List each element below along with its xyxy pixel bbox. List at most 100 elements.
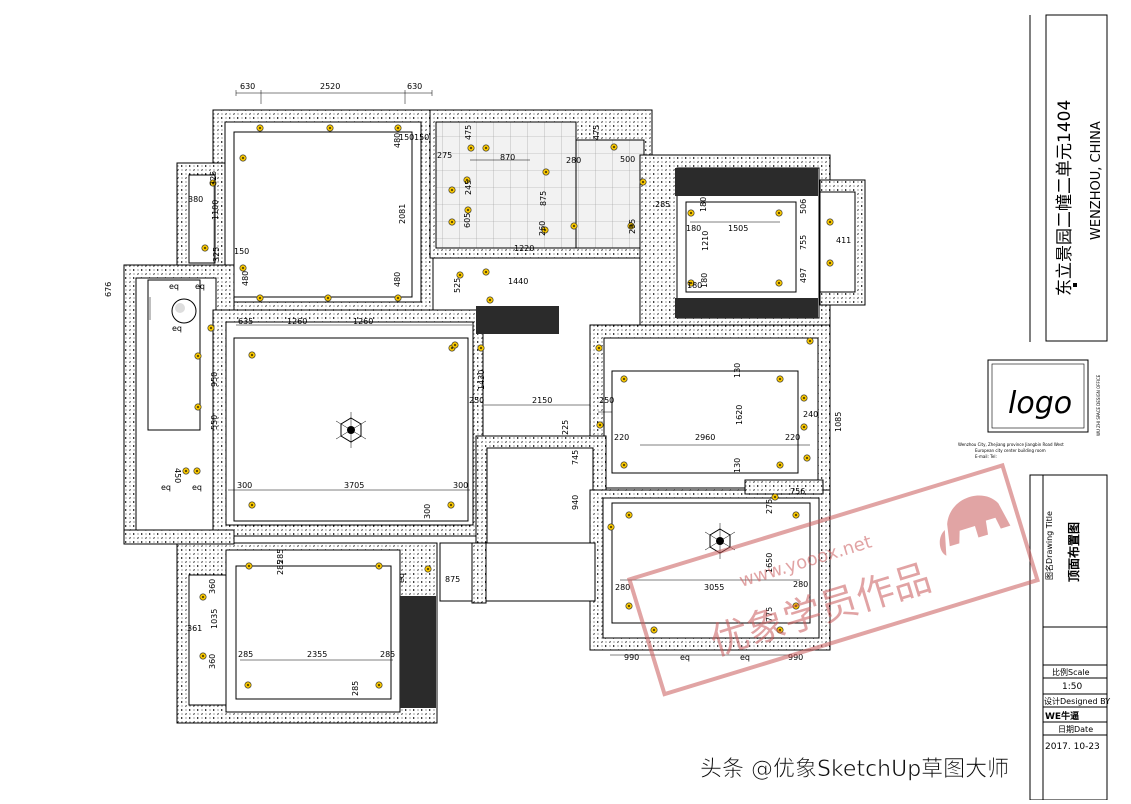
dimension-label: 285 [238,650,253,659]
scale-value: 1:50 [1062,682,1082,692]
downlight-dot [779,378,781,380]
downlight-dot [599,424,601,426]
dimension-label: 150 [399,133,414,142]
dimension-label: 550 [210,415,219,430]
dimension-label: eq [397,573,406,583]
dimension-label: 1260 [353,317,373,326]
downlight-dot [378,684,380,686]
downlight-dot [451,347,453,349]
downlight-dot [598,347,600,349]
downlight-dot [829,221,831,223]
downlight-dot [466,179,468,181]
downlight-dot [779,464,781,466]
dimension-label: eq [740,653,750,662]
drawing-title-value: 顶面布置图 [1066,522,1081,582]
dimension-label: 1035 [210,609,219,629]
dimension-label: 2960 [695,433,715,442]
dimension-label: 360 [208,654,217,669]
dimension-label: 280 [566,156,581,165]
dimension-label: 361 [187,624,202,633]
downlight-dot [259,127,261,129]
downlight-dot [212,182,214,184]
dimension-label: 300 [237,481,252,490]
downlight-dot [628,605,630,607]
downlight-dot [485,271,487,273]
dimension-label: 285 [276,560,285,575]
dimension-label: 635 [238,317,253,326]
downlight-dot [774,496,776,498]
downlight-dot [470,147,472,149]
dimension-label: 180 [687,281,702,290]
date-value: 2017. 10-23 [1045,742,1100,752]
downlight-dot [242,267,244,269]
downlight-dot [628,514,630,516]
downlight-dot [427,568,429,570]
downlight-dot [204,247,206,249]
downlight-dot [251,354,253,356]
dimension-label: 150 [414,133,429,142]
downlight-dot [196,470,198,472]
dimension-label: 1430 [477,370,486,390]
dimension-label: 745 [571,450,580,465]
dimension-label: 875 [445,575,460,584]
dimension-label: 1505 [728,224,748,233]
dimension-label: 950 [210,372,219,387]
downlight-dot [485,147,487,149]
downlight-dot [378,565,380,567]
walls [123,109,866,724]
downlight-dot [610,526,612,528]
dimension-label: 280 [615,583,630,592]
dimension-label: 875 [539,191,548,206]
dimension-label: 280 [793,580,808,589]
title-block: 图名Drawing Title 顶面布置图 比例Scale 1:50 设计Des… [1042,475,1110,800]
downlight-dot [829,262,831,264]
elephant-icon [939,495,1011,556]
dimension-label: 475 [464,125,473,140]
dimension-label: 245 [464,180,473,195]
chandelier-icon [335,412,367,448]
dimension-label: 285 [351,681,360,696]
dimension-label: 1650 [765,553,774,573]
downlight-dot [573,225,575,227]
downlight-dot [202,596,204,598]
dimension-label: eq [680,653,690,662]
dimension-label: 130 [733,458,742,473]
downlight-dot [247,684,249,686]
downlight-dot [450,504,452,506]
dimension-label: 1085 [834,412,843,432]
dimension-label: 500 [620,155,635,164]
dimension-label: 295 [628,219,637,234]
scale-label: 比例Scale [1052,667,1090,677]
downlight-dot [489,299,491,301]
dimension-label: 450 [173,468,182,483]
downlight-dot [459,274,461,276]
dimension-label: 775 [765,607,774,622]
dimension-label: 3705 [344,481,364,490]
dimension-label: 2150 [532,396,552,405]
footer-watermark: 头条 @优象SketchUp草图大师 [700,757,1009,782]
dimension-label: 300 [423,504,432,519]
dimension-label: 2081 [398,204,407,224]
downlight-dot [779,629,781,631]
logo-box [987,359,1089,433]
designer-label: 设计Designed BY [1044,696,1110,706]
dimension-label: 180 [699,197,708,212]
dimension-label: 1260 [287,317,307,326]
downlight-dot [451,189,453,191]
date-label: 日期Date [1058,725,1093,734]
downlight-dot [613,146,615,148]
downlight-dot [806,457,808,459]
designer-value: WE牛逼 [1045,710,1079,722]
dimension-label: 525 [453,278,462,293]
downlight-dot [690,282,692,284]
downlight-dot [248,565,250,567]
downlight-dot [690,212,692,214]
downlight-dot [803,397,805,399]
dimension-label: 130 [733,363,742,378]
downlight-dot [185,470,187,472]
dimension-label: 285 [276,549,285,564]
dimension-label: 990 [788,653,803,662]
address-line: Wenzhou City, Zhejiang province Jiangbin… [958,442,1064,447]
dimension-label: 225 [561,420,570,435]
downlight-dot [467,209,469,211]
